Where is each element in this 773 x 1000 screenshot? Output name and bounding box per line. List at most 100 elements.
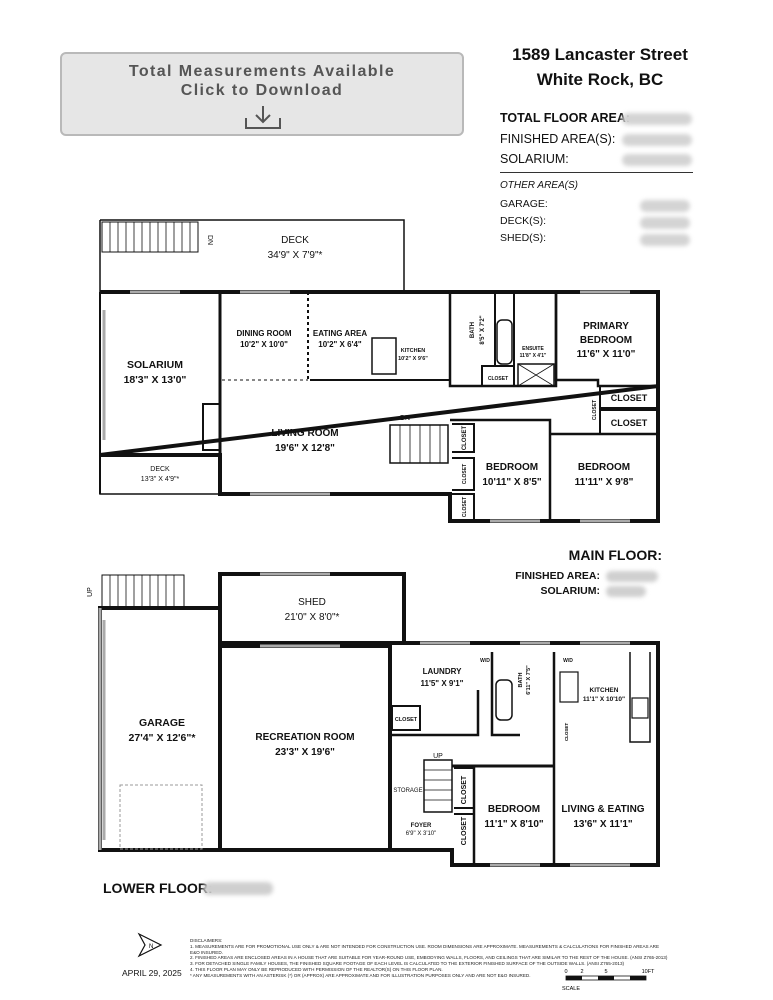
living-dim: 19'6" X 12'8" — [275, 443, 335, 454]
download-banner[interactable]: Total Measurements Available Click to Do… — [60, 52, 464, 136]
lower-kitchen-name: KITCHEN — [590, 687, 619, 694]
lower-bath-name: BATH — [518, 673, 524, 688]
scale-tick-5: 5 — [604, 969, 607, 975]
laundry-closet-label: CLOSET — [395, 717, 418, 723]
disclaimer-line: * ANY MEASUREMENTS WITH AN ASTERISK (*) … — [190, 972, 531, 978]
bath-dim: 8'5" X 7'2" — [480, 315, 486, 344]
scale-tick-0: 0 — [564, 969, 567, 975]
primary-closet-1: CLOSET — [611, 393, 648, 403]
hall-closet-label: CLOSET — [592, 400, 598, 420]
area-divider — [500, 172, 693, 173]
wd-label-2: W/D — [563, 658, 573, 664]
primary-name1: PRIMARY — [583, 321, 629, 332]
bed-closet-2: CLOSET — [462, 464, 468, 484]
garage-name: GARAGE — [139, 717, 185, 729]
ensuite-dim: 11'8" X 4'1" — [520, 353, 547, 359]
main-stairs — [389, 424, 449, 464]
solarium-area-value — [622, 154, 692, 166]
lower-bedroom-dim: 11'1" X 8'10" — [484, 819, 544, 830]
bedroom2-name: BEDROOM — [578, 462, 630, 473]
deck-area-label: DECK(S): — [500, 215, 547, 227]
primary-dim: 11'6" X 11'0" — [577, 349, 636, 360]
lower-up-stair: UP — [433, 753, 443, 760]
main-finished-area-value — [606, 571, 658, 582]
deck-outline — [99, 219, 405, 292]
main-finished-area-label: FINISHED AREA: — [515, 570, 600, 582]
solarium-name: SOLARIUM — [127, 359, 183, 371]
laundry-closet — [391, 705, 421, 731]
shed-area-label: SHED(S): — [500, 232, 547, 244]
bedroom1-name: BEDROOM — [486, 462, 538, 473]
main-solarium-value — [606, 586, 646, 597]
bedroom2-dim: 11'11" X 9'8" — [575, 477, 634, 488]
kitchen-closet-label: CLOSET — [564, 723, 569, 742]
download-banner-line2: Click to Download — [180, 82, 344, 99]
primary-closet-2: CLOSET — [611, 418, 648, 428]
plan-date: APRIL 29, 2025 — [122, 968, 182, 978]
address-street: 1589 Lancaster Street — [512, 45, 688, 64]
living-name: LIVING ROOM — [271, 428, 338, 439]
solarium-area-label: SOLARIUM: — [500, 152, 569, 166]
main-solarium-label: SOLARIUM: — [540, 585, 601, 597]
shower — [517, 363, 555, 387]
garage-dim: 27'4" X 12'6"* — [129, 732, 197, 744]
lower-floor-title: LOWER FLOOR: — [103, 880, 213, 896]
disclaimer-line: 1. MEASUREMENTS ARE FOR PROMOTIONAL USE … — [190, 943, 660, 955]
lower-up-left: UP — [87, 587, 94, 597]
scale-tick-10: 10FT — [642, 969, 655, 975]
foyer-name: FOYER — [411, 823, 432, 829]
recreation-name: RECREATION ROOM — [255, 732, 354, 743]
lower-floor-area-value — [203, 882, 273, 895]
lower-bath-dim: 6'11" X 7'5" — [526, 665, 532, 695]
shed-walls — [218, 572, 406, 645]
main-floor-title: MAIN FLOOR: — [568, 547, 662, 563]
disclaimers: DISCLAIMERS: 1. MEASUREMENTS ARE FOR PRO… — [190, 938, 670, 979]
lower-bathtub — [495, 679, 513, 721]
kitchen-name: KITCHEN — [401, 348, 425, 354]
foyer-dim: 6'9" X 3'10" — [406, 831, 437, 837]
other-areas-heading: OTHER AREA(S) — [500, 180, 578, 191]
disclaimer-line: 3. FOR DETACHED SINGLE FAMILY HOUSES, TH… — [190, 961, 625, 967]
address-city: White Rock, BC — [536, 70, 664, 89]
lower-stairs — [423, 759, 453, 813]
download-arrow-icon[interactable] — [243, 104, 283, 130]
lower-bed-closet-1: CLOSET — [461, 775, 468, 804]
living-eating-dim: 13'6" X 11'1" — [573, 819, 633, 830]
lower-bedroom-name: BEDROOM — [488, 804, 540, 815]
deck-small-dim: 13'3" X 4'9"* — [141, 476, 180, 483]
disclaimer-line: 4. THIS FLOOR PLAN MAY ONLY BE REPRODUCE… — [190, 966, 443, 972]
shed-name: SHED — [298, 597, 326, 608]
deck-top-dim: 34'9" X 7'9"* — [268, 250, 323, 261]
kitchen-island — [371, 337, 397, 375]
garage-area-value — [640, 200, 690, 212]
bath-name: BATH — [470, 322, 476, 338]
solarium-dim: 18'3" X 13'0" — [124, 374, 187, 386]
finished-areas-value — [622, 134, 692, 146]
lower-bed-closet-2: CLOSET — [461, 816, 468, 845]
laundry-dim: 11'5" X 9'1" — [421, 679, 464, 688]
scale-tick-2: 2 — [580, 969, 583, 975]
total-floor-area-label: TOTAL FLOOR AREA: — [500, 111, 631, 125]
primary-name2: BEDROOM — [580, 335, 632, 346]
dining-name: DINING ROOM — [236, 329, 291, 338]
deck-small-name: DECK — [150, 466, 170, 473]
scale-label: SCALE — [562, 986, 580, 992]
shed-area-value — [640, 234, 690, 246]
download-banner-line1: Total Measurements Available — [128, 63, 396, 80]
north-arrow-icon: N — [137, 932, 163, 958]
bed-closet-1: CLOSET — [462, 426, 468, 451]
property-address: 1589 Lancaster Street White Rock, BC — [470, 42, 730, 92]
bathtub — [496, 319, 513, 365]
storage-label: STORAGE — [393, 788, 422, 794]
north-label: N — [149, 944, 153, 950]
ensuite-name: ENSUITE — [522, 346, 544, 352]
stove — [631, 697, 649, 719]
scale-bar: 0 2 5 10FT SCALE — [562, 969, 655, 992]
garage-area-label: GARAGE: — [500, 198, 548, 210]
lower-kitchen-counter — [629, 652, 651, 743]
laundry-name: LAUNDRY — [423, 667, 462, 676]
eating-dim: 10'2" X 6'4" — [318, 340, 362, 349]
total-floor-area-value — [622, 113, 692, 125]
kitchen-dim: 10'2" X 9'6" — [398, 356, 428, 362]
eating-name: EATING AREA — [313, 329, 367, 338]
